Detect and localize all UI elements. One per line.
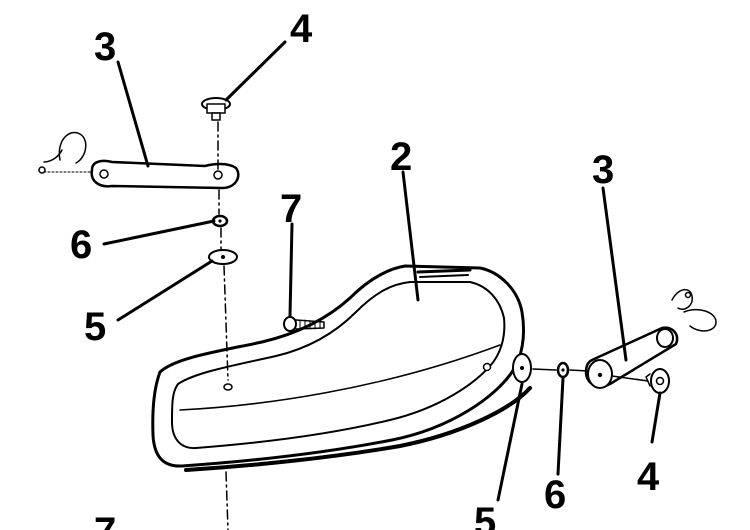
callout-knob-bottom-right: 4 bbox=[637, 455, 660, 499]
callout-washer-left: 5 bbox=[84, 305, 106, 349]
callout-knob-top: 4 bbox=[290, 7, 313, 51]
callout-washer-right: 5 bbox=[474, 500, 496, 530]
callout-screw-bottom: 7 bbox=[94, 510, 116, 530]
knob-top bbox=[201, 97, 231, 121]
callout-link-left: 3 bbox=[94, 25, 116, 69]
link-arm-left bbox=[38, 131, 240, 190]
callouts: 3 4 2 3 7 6 5 4 6 5 7 bbox=[70, 7, 660, 530]
knob-bottom-right bbox=[645, 368, 670, 394]
guard-body bbox=[151, 264, 532, 472]
callout-lockwasher-left: 6 bbox=[70, 223, 92, 267]
link-arm-right bbox=[584, 288, 717, 389]
callout-guard: 2 bbox=[390, 135, 412, 179]
leader-lines bbox=[102, 40, 662, 502]
washer-left bbox=[208, 249, 238, 265]
assembly-centerlines bbox=[217, 121, 649, 530]
callout-link-right: 3 bbox=[592, 148, 614, 192]
washer-right bbox=[512, 353, 532, 383]
callout-lockwasher-right: 6 bbox=[544, 473, 566, 517]
lockwasher-right bbox=[556, 361, 570, 379]
callout-screw: 7 bbox=[280, 187, 302, 231]
